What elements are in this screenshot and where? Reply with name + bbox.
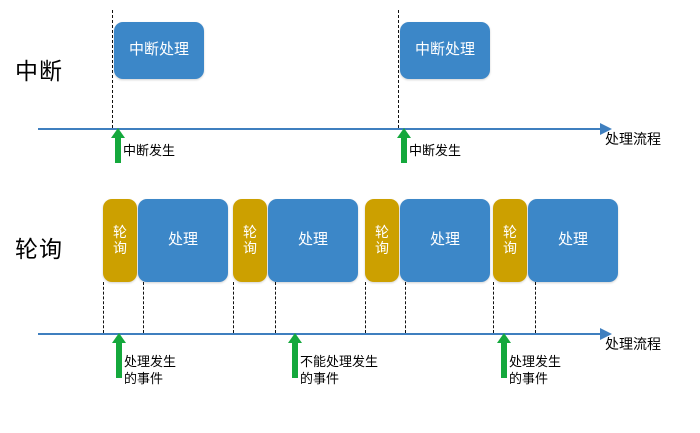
dashed-guide-line xyxy=(398,10,399,128)
event-arrow-icon xyxy=(397,128,411,166)
arrow-shaft xyxy=(501,340,507,378)
arrow-shaft xyxy=(292,340,298,378)
event-label: 处理发生 的事件 xyxy=(509,354,562,387)
timeline-axis-polling xyxy=(38,333,600,335)
event-arrow-icon xyxy=(497,333,511,381)
box-label: 处理 xyxy=(297,231,328,249)
poll-box-polling[interactable]: 轮 询 xyxy=(493,199,527,282)
poll-box-polling[interactable]: 轮 询 xyxy=(233,199,267,282)
axis-arrow-icon xyxy=(600,328,612,340)
dashed-guide-line xyxy=(143,282,144,333)
box-label: 轮 询 xyxy=(243,224,257,256)
dashed-guide-line xyxy=(365,282,366,333)
box-label: 处理 xyxy=(167,231,198,249)
poll-box-polling[interactable]: 轮 询 xyxy=(103,199,137,282)
axis-caption-polling: 处理流程 xyxy=(605,336,661,352)
arrow-head xyxy=(497,333,511,343)
arrow-head xyxy=(288,333,302,343)
arrow-head xyxy=(397,128,411,138)
box-label: 轮 询 xyxy=(113,224,127,256)
dashed-guide-line xyxy=(405,282,406,333)
arrow-shaft xyxy=(115,135,121,163)
process-box-interrupt[interactable]: 中断处理 xyxy=(400,22,490,79)
timeline-axis-interrupt xyxy=(38,128,600,130)
box-label: 中断处理 xyxy=(414,41,475,59)
process-box-polling[interactable]: 处理 xyxy=(268,199,358,282)
event-arrow-icon xyxy=(111,128,125,166)
row-label-polling: 轮询 xyxy=(15,236,63,262)
arrow-shaft xyxy=(401,135,407,163)
event-arrow-icon xyxy=(288,333,302,381)
box-label: 处理 xyxy=(429,231,460,249)
event-label: 不能处理发生 的事件 xyxy=(300,354,379,387)
box-label: 中断处理 xyxy=(128,41,189,59)
process-box-polling[interactable]: 处理 xyxy=(400,199,490,282)
dashed-guide-line xyxy=(493,282,494,333)
dashed-guide-line xyxy=(233,282,234,333)
box-label: 轮 询 xyxy=(375,224,389,256)
process-box-interrupt[interactable]: 中断处理 xyxy=(114,22,204,79)
row-label-interrupt: 中断 xyxy=(15,58,63,84)
event-label: 处理发生 的事件 xyxy=(124,354,177,387)
process-box-polling[interactable]: 处理 xyxy=(528,199,618,282)
event-label: 中断发生 xyxy=(123,143,176,158)
event-arrow-icon xyxy=(112,333,126,381)
dashed-guide-line xyxy=(535,282,536,333)
box-label: 轮 询 xyxy=(503,224,517,256)
dashed-guide-line xyxy=(275,282,276,333)
arrow-head xyxy=(112,333,126,343)
axis-caption-interrupt: 处理流程 xyxy=(605,131,661,147)
process-box-polling[interactable]: 处理 xyxy=(138,199,228,282)
box-label: 处理 xyxy=(557,231,588,249)
arrow-shaft xyxy=(116,340,122,378)
dashed-guide-line xyxy=(112,10,113,128)
axis-arrow-icon xyxy=(600,123,612,135)
dashed-guide-line xyxy=(103,282,104,333)
poll-box-polling[interactable]: 轮 询 xyxy=(365,199,399,282)
arrow-head xyxy=(111,128,125,138)
event-label: 中断发生 xyxy=(409,143,462,158)
